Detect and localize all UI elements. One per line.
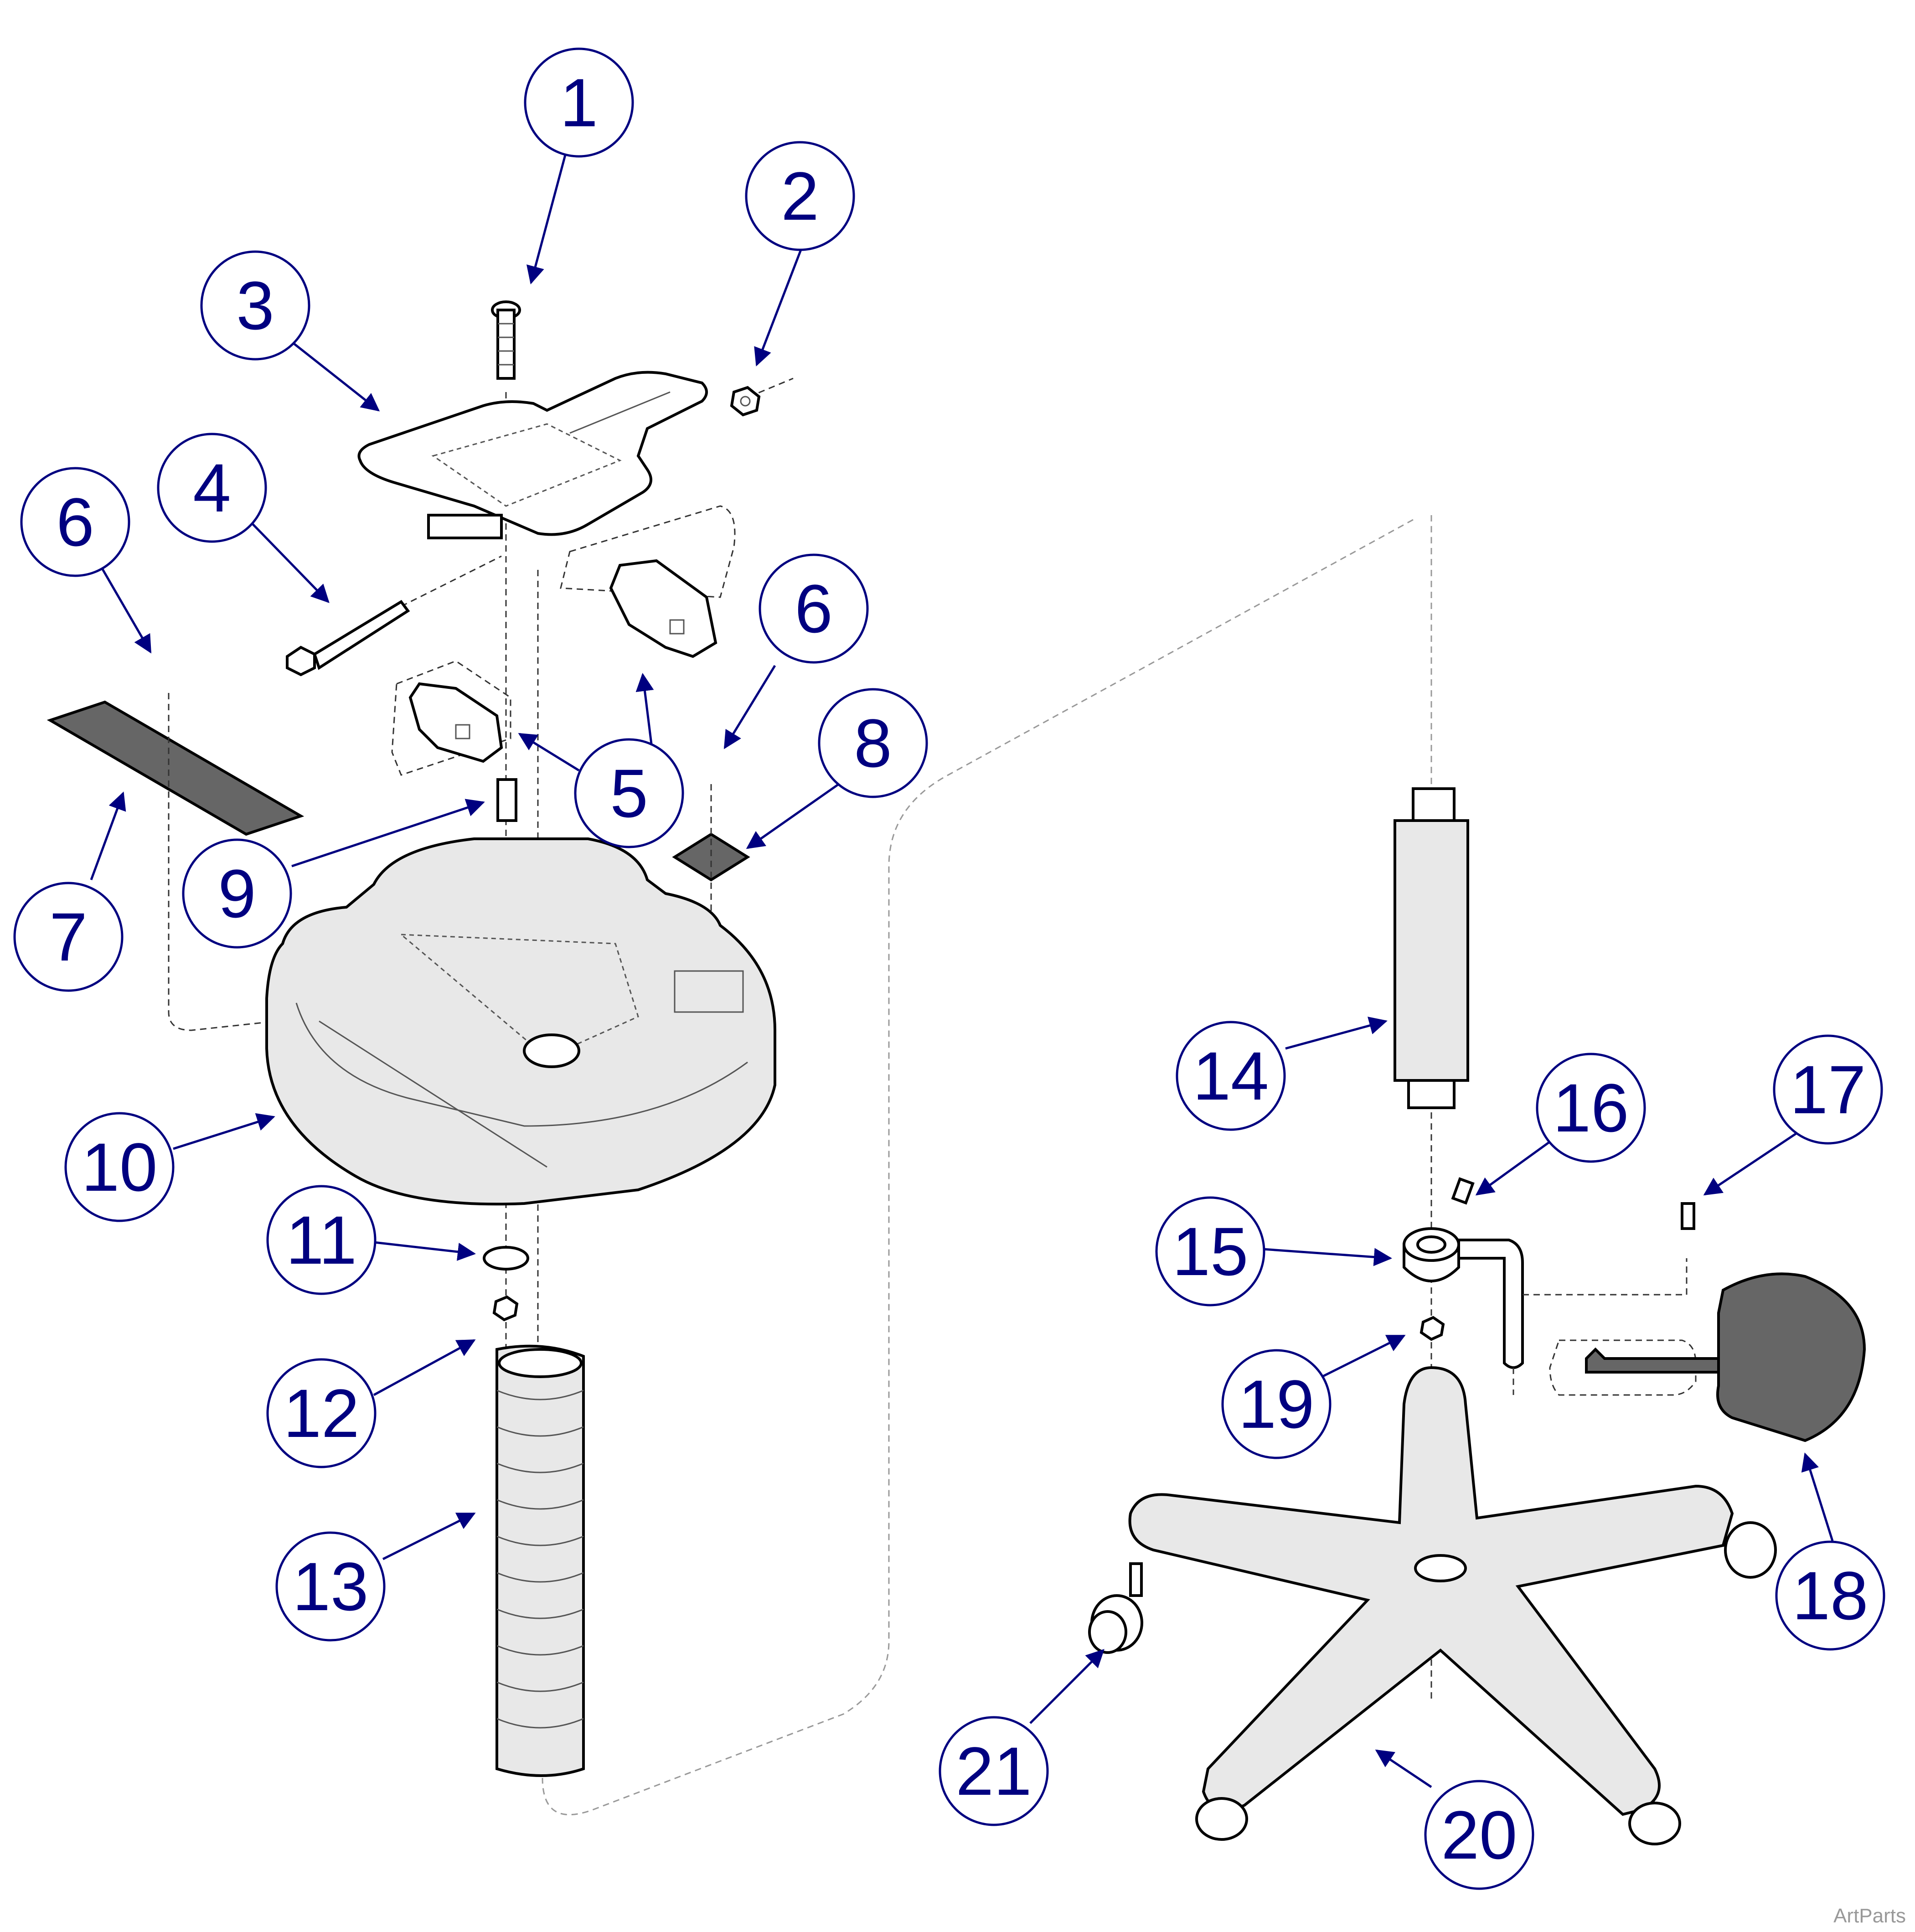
callout-label-11: 11 — [286, 1202, 357, 1278]
callout-label-18: 18 — [1792, 1557, 1869, 1634]
callout-5: 5 — [574, 738, 684, 848]
callout-label-3: 3 — [236, 267, 274, 344]
callout-13: 13 — [275, 1531, 386, 1642]
set-screw-part — [1451, 1177, 1475, 1205]
callout-11: 11 — [266, 1185, 377, 1295]
bellows-part — [496, 1344, 585, 1777]
callout-1: 1 — [524, 47, 634, 158]
base-part — [265, 837, 776, 1206]
callout-9: 9 — [182, 838, 292, 949]
callout-16: 16 — [1536, 1053, 1646, 1163]
callout-label-19: 19 — [1239, 1366, 1315, 1442]
star-base-part — [1128, 1366, 1777, 1845]
leader-arrows — [90, 155, 1834, 1788]
callout-10: 10 — [64, 1112, 175, 1222]
arm-guide — [1523, 1258, 1688, 1296]
callout-2: 2 — [745, 141, 855, 251]
callout-label-9: 9 — [218, 855, 256, 932]
callout-6-right: 6 — [759, 553, 869, 664]
callout-label-13: 13 — [293, 1548, 369, 1625]
footrest-part — [1549, 1272, 1866, 1442]
callout-20: 20 — [1424, 1780, 1534, 1890]
callout-label-17: 17 — [1790, 1051, 1866, 1128]
right-assembly — [1088, 787, 1866, 1845]
strip-part — [46, 700, 305, 836]
gas-cylinder-part — [1394, 787, 1469, 1109]
clip-parts — [391, 505, 736, 776]
callout-label-14: 14 — [1193, 1038, 1269, 1114]
callout-label-21: 21 — [956, 1733, 1032, 1809]
collar-part — [1403, 1227, 1524, 1369]
seat-plate-part — [357, 371, 708, 539]
base-nut-part — [1419, 1316, 1445, 1341]
callout-17: 17 — [1773, 1034, 1883, 1145]
watermark-text: ArtParts — [1833, 1905, 1906, 1927]
callout-12: 12 — [266, 1358, 377, 1468]
callout-label-5: 5 — [610, 755, 648, 832]
callout-21: 21 — [939, 1716, 1049, 1826]
callout-label-7: 7 — [49, 899, 87, 975]
callout-15: 15 — [1155, 1196, 1265, 1307]
left-assembly — [46, 300, 1432, 1816]
callout-label-1: 1 — [560, 64, 598, 141]
callout-label-16: 16 — [1553, 1069, 1629, 1146]
callout-label-4: 4 — [193, 449, 231, 526]
callout-label-12: 12 — [284, 1375, 360, 1452]
pad-part — [672, 832, 750, 882]
callout-label-20: 20 — [1441, 1797, 1518, 1873]
small-screw-part — [1681, 1202, 1695, 1230]
callout-7: 7 — [13, 882, 124, 992]
caster-part — [1088, 1562, 1143, 1654]
callout-6-left: 6 — [20, 467, 130, 577]
assembly-path-line — [542, 515, 1432, 1816]
long-bolt-part — [286, 555, 502, 677]
callout-8: 8 — [818, 688, 928, 798]
callout-label-6-right: 6 — [795, 570, 832, 647]
callout-18: 18 — [1775, 1540, 1885, 1651]
screw-part — [491, 300, 521, 380]
callout-label-6-left: 6 — [56, 484, 94, 560]
spacer-part — [496, 778, 517, 822]
callout-label-15: 15 — [1172, 1213, 1249, 1290]
callout-label-2: 2 — [781, 158, 819, 234]
callout-label-8: 8 — [854, 705, 892, 781]
callout-19: 19 — [1221, 1349, 1332, 1459]
washer-part — [483, 1246, 529, 1271]
callout-label-10: 10 — [82, 1129, 158, 1205]
small-nut-part — [492, 1295, 519, 1322]
callout-14: 14 — [1176, 1021, 1286, 1131]
callout-4: 4 — [157, 433, 267, 543]
callout-3: 3 — [200, 250, 310, 361]
nut-part — [730, 377, 794, 417]
strip-guide — [168, 693, 320, 1031]
